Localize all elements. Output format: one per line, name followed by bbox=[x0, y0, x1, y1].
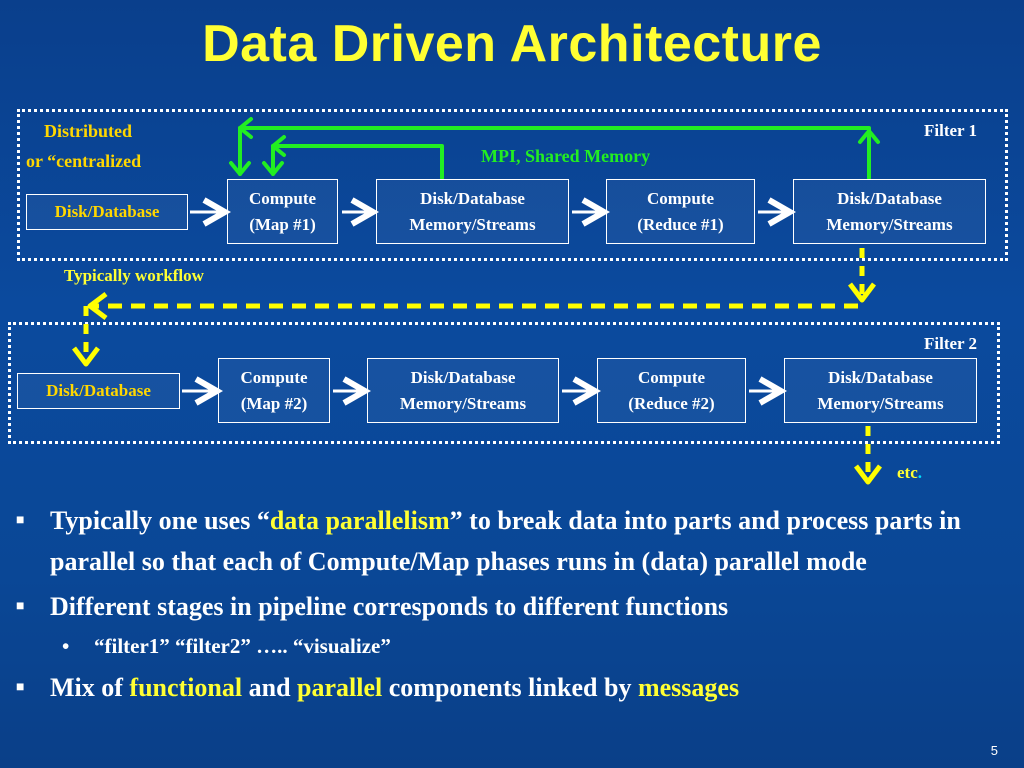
row2-compute-map: Compute(Map #2) bbox=[218, 358, 330, 423]
filter-1-label: Filter 1 bbox=[924, 121, 978, 140]
distributed-label-line2: or “centralized bbox=[26, 151, 142, 171]
page-number: 5 bbox=[990, 743, 998, 758]
bullet-mix-components: ■ Mix of functional and parallel compone… bbox=[14, 667, 1014, 708]
typically-workflow-label: Typically workflow bbox=[64, 266, 204, 285]
slide-title: Data Driven Architecture bbox=[202, 15, 822, 73]
green-outer-path bbox=[238, 126, 871, 180]
bullet-dot-icon: • bbox=[62, 634, 70, 658]
row1-compute-map: Compute(Map #1) bbox=[227, 179, 338, 244]
diagram-connectors bbox=[72, 117, 882, 485]
bullet-list: ■ Typically one uses “data parallelism” … bbox=[14, 500, 1014, 712]
bullet-square-icon: ■ bbox=[16, 513, 25, 528]
row1-source-disk-database: Disk/Database bbox=[26, 194, 188, 230]
green-inner-path bbox=[271, 144, 444, 180]
green-feedback-arrows bbox=[229, 117, 880, 180]
etc-label: etc. bbox=[897, 463, 923, 482]
row1-compute-reduce: Compute(Reduce #1) bbox=[606, 179, 755, 244]
bullet-pipeline-stages: ■ Different stages in pipeline correspon… bbox=[14, 586, 1014, 627]
bullet-square-icon: ■ bbox=[16, 680, 25, 695]
filter-2-label: Filter 2 bbox=[924, 334, 978, 353]
filter-1-frame bbox=[17, 109, 1008, 261]
row2-compute-reduce: Compute(Reduce #2) bbox=[597, 358, 746, 423]
filter-2-frame bbox=[8, 322, 1000, 444]
bullet-data-parallelism: ■ Typically one uses “data parallelism” … bbox=[14, 500, 1014, 582]
bullet-square-icon: ■ bbox=[16, 599, 25, 614]
distributed-label-line1: Distributed bbox=[44, 121, 133, 141]
sub-bullet-filters: • “filter1” “filter2” ….. “visualize” bbox=[14, 631, 1014, 661]
row2-source-disk-database: Disk/Database bbox=[17, 373, 180, 409]
mpi-shared-memory-label: MPI, Shared Memory bbox=[481, 146, 651, 166]
yellow-workflow-arrows bbox=[72, 248, 882, 485]
